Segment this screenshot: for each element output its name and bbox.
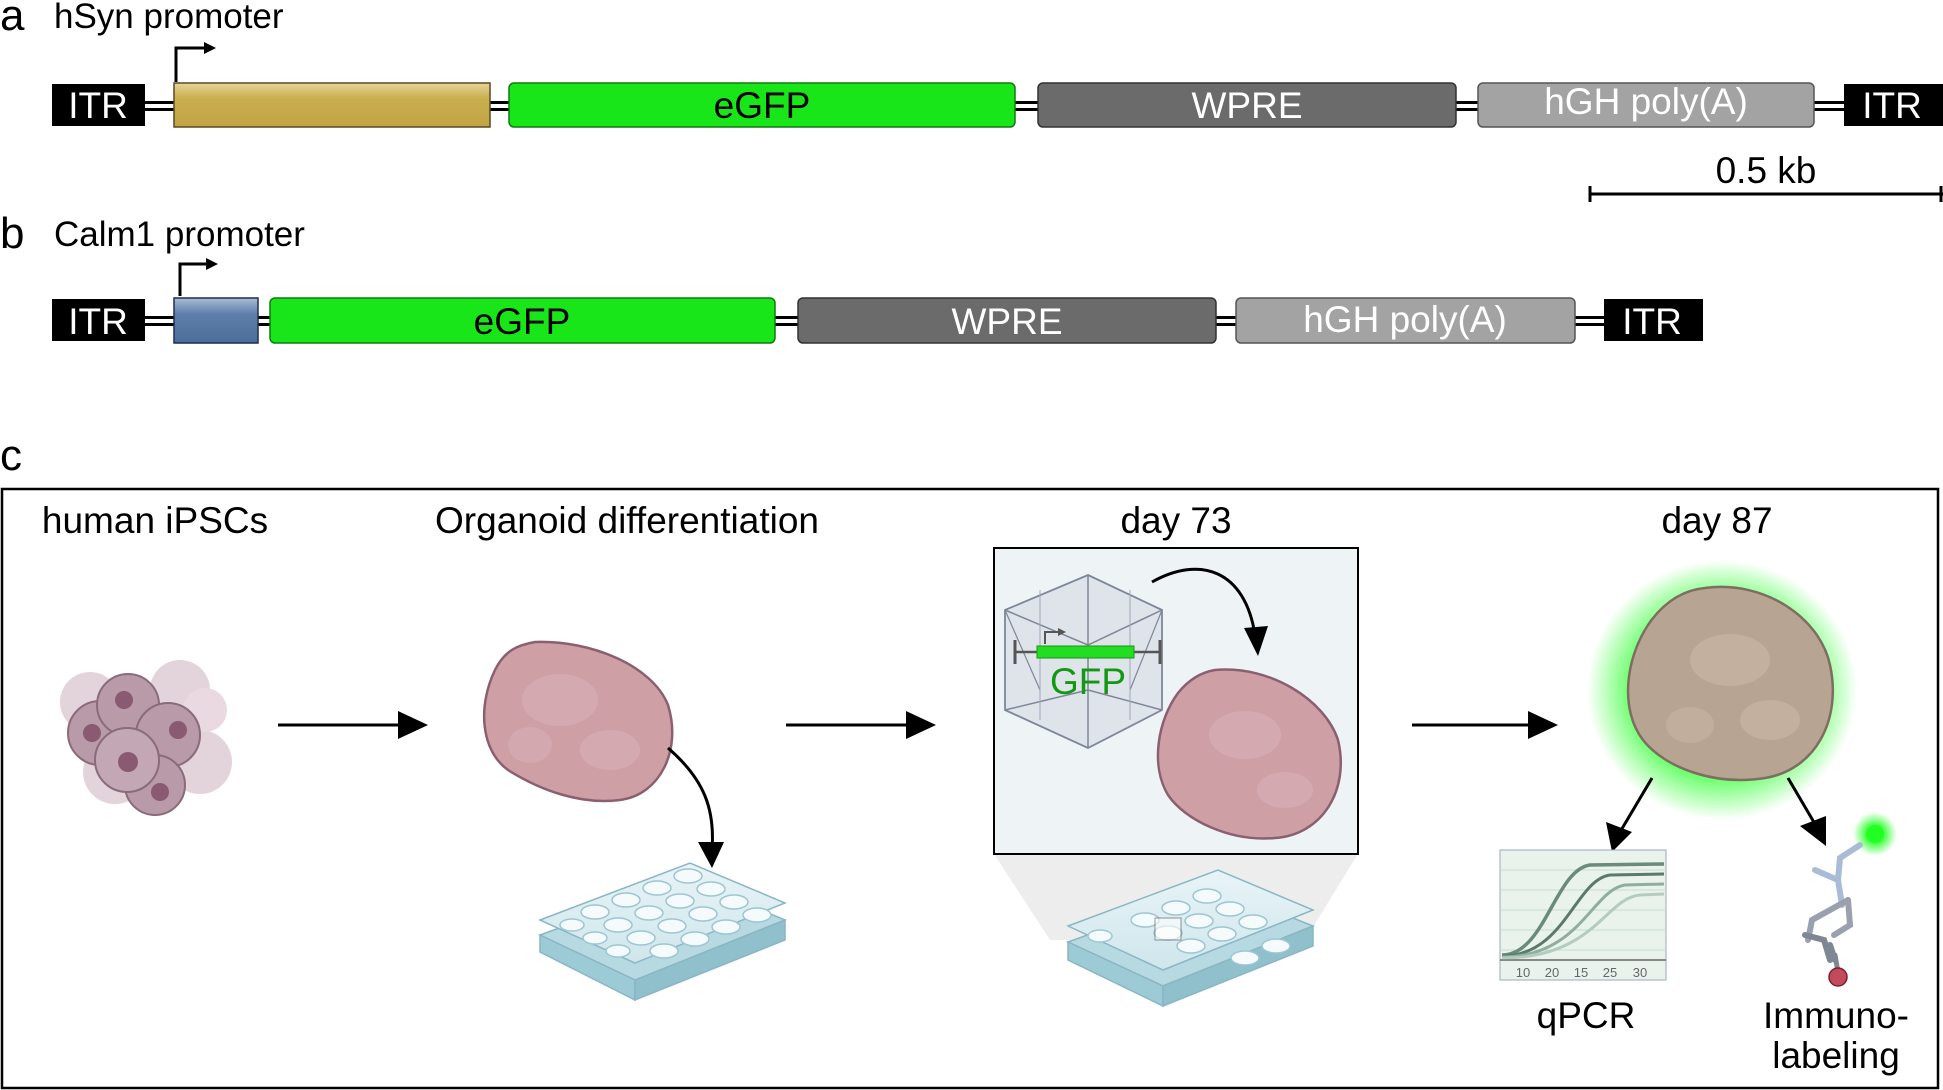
egfp-label-a: eGFP [714,85,811,126]
itr-left-b [52,299,145,341]
curved-arrow-virus [1151,567,1257,636]
step-label-differentiation: Organoid differentiation [435,500,819,541]
qpcr-tick-3: 15 [1574,965,1588,980]
itr-left-a [52,84,145,126]
immuno-label-line1: Immuno- [1763,995,1909,1036]
wpre-box-b [797,297,1217,344]
egfp-box-b [269,297,776,344]
wpre-box-a [1037,82,1457,128]
curved-arrow-to-plate [667,746,714,851]
promoter-arrow-b [178,262,208,296]
qpcr-label: qPCR [1537,995,1636,1036]
glowing-organoid-icon [1587,560,1857,820]
panel-c: c human iPSCs Organoid differentiation d… [0,431,1940,1090]
scale-bar-label: 0.5 kb [1716,150,1817,191]
organoid-icon [483,640,674,803]
immuno-label-line2: labeling [1772,1035,1900,1076]
qpcr-tick-1: 10 [1516,965,1530,980]
wpre-label-b: WPRE [952,301,1063,342]
panel-a-letter: a [0,0,25,40]
antibody-icon [1802,812,1897,987]
ipsc-cluster-icon [60,660,232,816]
wpre-label-a: WPRE [1192,85,1303,126]
promoter-arrow-a [174,46,206,82]
itr-right-a-label: ITR [1862,85,1922,126]
panel-a: a hSyn promoter ITR eGFP WPRE hGH poly(A… [0,0,1943,128]
step-label-day87: day 87 [1661,500,1772,541]
itr-left-b-label: ITR [68,301,128,342]
panel-b: b Calm1 promoter ITR eGFP WPRE hGH poly(… [0,209,1703,344]
egfp-label-b: eGFP [474,301,571,342]
polya-box-b [1235,297,1576,344]
qpcr-tick-2: 20 [1545,965,1559,980]
step-label-day73: day 73 [1120,500,1231,541]
hsyn-promoter-box [173,82,491,128]
virus-gene-label: GFP [1050,661,1126,702]
polya-label-b: hGH poly(A) [1303,299,1507,340]
itr-right-a [1844,84,1943,126]
polya-box-a [1477,82,1815,128]
panel-b-title: Calm1 promoter [54,215,305,254]
scale-bar: 0.5 kb [1588,150,1943,202]
itr-left-a-label: ITR [68,85,128,126]
step-label-ipsc: human iPSCs [42,500,268,541]
polya-label-a: hGH poly(A) [1544,81,1748,122]
qpcr-tick-5: 30 [1633,965,1647,980]
aav-capsid-icon: GFP [1004,574,1163,750]
panel-b-letter: b [0,209,24,258]
egfp-box-a [508,82,1016,128]
itr-right-b [1604,299,1703,341]
itr-right-b-label: ITR [1622,301,1682,342]
panel-c-letter: c [0,431,22,480]
well-plate-icon [538,862,787,1002]
well-plate-icon-2 [1066,869,1316,1008]
qpcr-tick-4: 25 [1603,965,1617,980]
calm1-promoter-box [173,297,259,344]
virus-inset: GFP [993,547,1359,940]
arrow-to-immuno [1786,777,1817,825]
arrow-to-qpcr [1618,777,1654,833]
panel-c-frame [0,487,1940,1090]
qpcr-plot-icon: 10 20 15 25 30 [1499,849,1667,981]
panel-a-title: hSyn promoter [54,0,284,36]
